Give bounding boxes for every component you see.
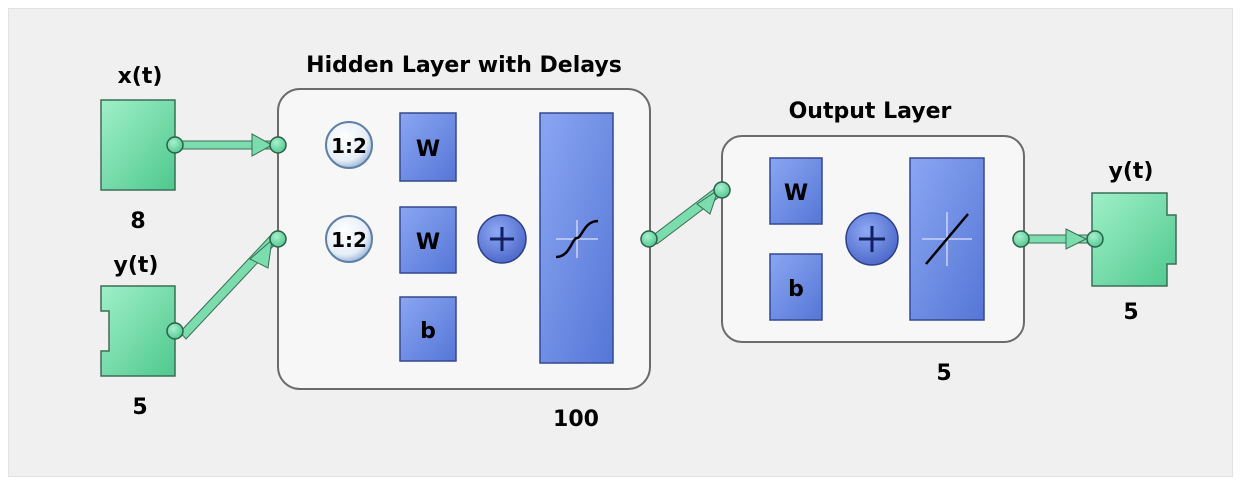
weight-label: W	[784, 181, 808, 206]
output-y-size: 5	[1123, 300, 1138, 325]
hidden-layer-size: 100	[553, 407, 599, 432]
output-bias: b	[769, 253, 823, 321]
output-sum-node	[845, 212, 899, 266]
connector-dots	[166, 136, 1104, 340]
tapped-delay-2: 1:2	[325, 215, 373, 263]
input-y-name: y(t)	[114, 253, 159, 278]
plus-icon	[859, 226, 885, 252]
tansig-icon	[555, 219, 599, 259]
output-layer-title: Output Layer	[789, 99, 952, 124]
tapped-delay-1: 1:2	[325, 121, 373, 169]
input-x-block	[100, 99, 176, 191]
input-y-block	[100, 285, 176, 377]
port-output-in	[713, 181, 731, 199]
clock-icon	[325, 121, 373, 169]
input-y: y(t) 5	[100, 253, 176, 420]
output-layer-size: 5	[936, 361, 951, 386]
hidden-weight-1: W	[399, 112, 457, 182]
port-hidden-in-2	[269, 230, 287, 248]
input-x-name: x(t)	[118, 64, 163, 89]
output-y-name: y(t)	[1109, 159, 1154, 184]
delay-label: 1:2	[331, 134, 367, 158]
hidden-layer-title: Hidden Layer with Delays	[306, 53, 622, 78]
hidden-layer: Hidden Layer with Delays 1:2 1:2 W W b	[277, 53, 651, 432]
hidden-sum-node	[477, 214, 527, 264]
weight-label: W	[416, 230, 440, 255]
hidden-weight-2: W	[399, 206, 457, 274]
clock-icon	[325, 215, 373, 263]
port-hidden-in-1	[269, 136, 287, 154]
weight-label: W	[416, 137, 440, 162]
output-layer: Output Layer W b 5	[721, 99, 1025, 386]
port-x-out	[166, 136, 184, 154]
hidden-bias: b	[399, 296, 457, 362]
bias-label: b	[788, 277, 804, 302]
purelin-icon	[922, 212, 972, 266]
input-x-size: 8	[130, 209, 145, 234]
output-transfer-function	[909, 157, 985, 321]
input-y-size: 5	[132, 395, 147, 420]
port-y-out	[166, 322, 184, 340]
hidden-transfer-function	[539, 112, 614, 364]
port-output-out	[1012, 230, 1030, 248]
delay-label: 1:2	[331, 228, 367, 252]
port-y-in	[1086, 230, 1104, 248]
bias-label: b	[420, 319, 436, 344]
input-x: x(t) 8	[100, 64, 176, 234]
port-hidden-out	[640, 230, 658, 248]
output-y-block	[1091, 192, 1177, 287]
output-y: y(t) 5	[1091, 159, 1177, 325]
plus-icon	[490, 227, 514, 251]
output-weight: W	[769, 157, 823, 225]
